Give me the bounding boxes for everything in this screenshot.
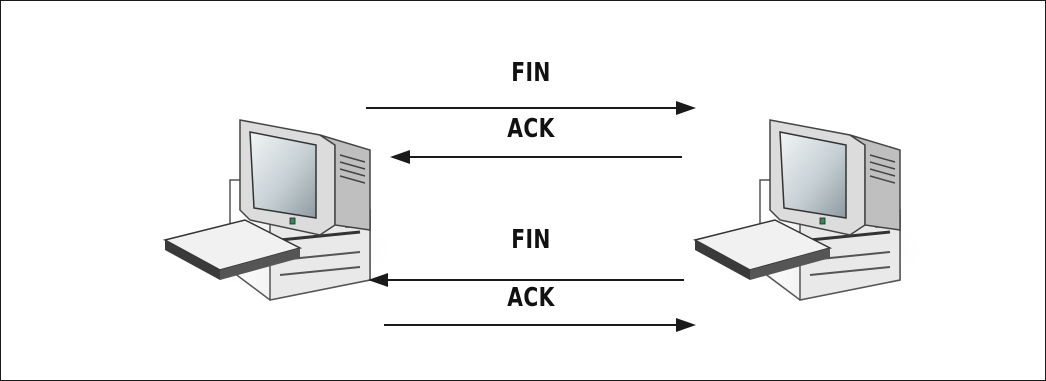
message-label-fin-1: FIN (511, 58, 551, 88)
message-label-fin-2: FIN (511, 225, 551, 255)
arrow-fin-to-server (366, 101, 696, 115)
arrow-fin-to-client (368, 273, 684, 287)
arrow-ack-to-server (384, 318, 696, 332)
client-computer-icon (158, 118, 402, 302)
message-label-ack-2: ACK (507, 283, 555, 313)
message-label-ack-1: ACK (507, 114, 555, 144)
arrow-ack-to-client (390, 150, 682, 164)
server-computer-icon (688, 118, 932, 302)
